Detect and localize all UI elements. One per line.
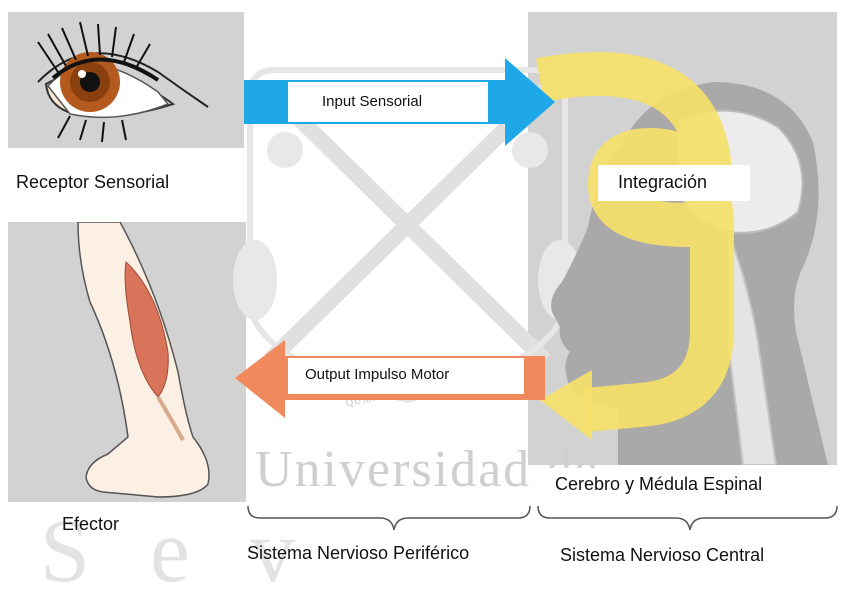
nervous-system-diagram: Sev QUÆRERE VERUM Universidad de bbox=[0, 0, 845, 568]
pns-label: Sistema Nervioso Periférico bbox=[247, 543, 469, 564]
cns-label: Sistema Nervioso Central bbox=[560, 545, 764, 566]
cns-brace bbox=[0, 0, 845, 568]
